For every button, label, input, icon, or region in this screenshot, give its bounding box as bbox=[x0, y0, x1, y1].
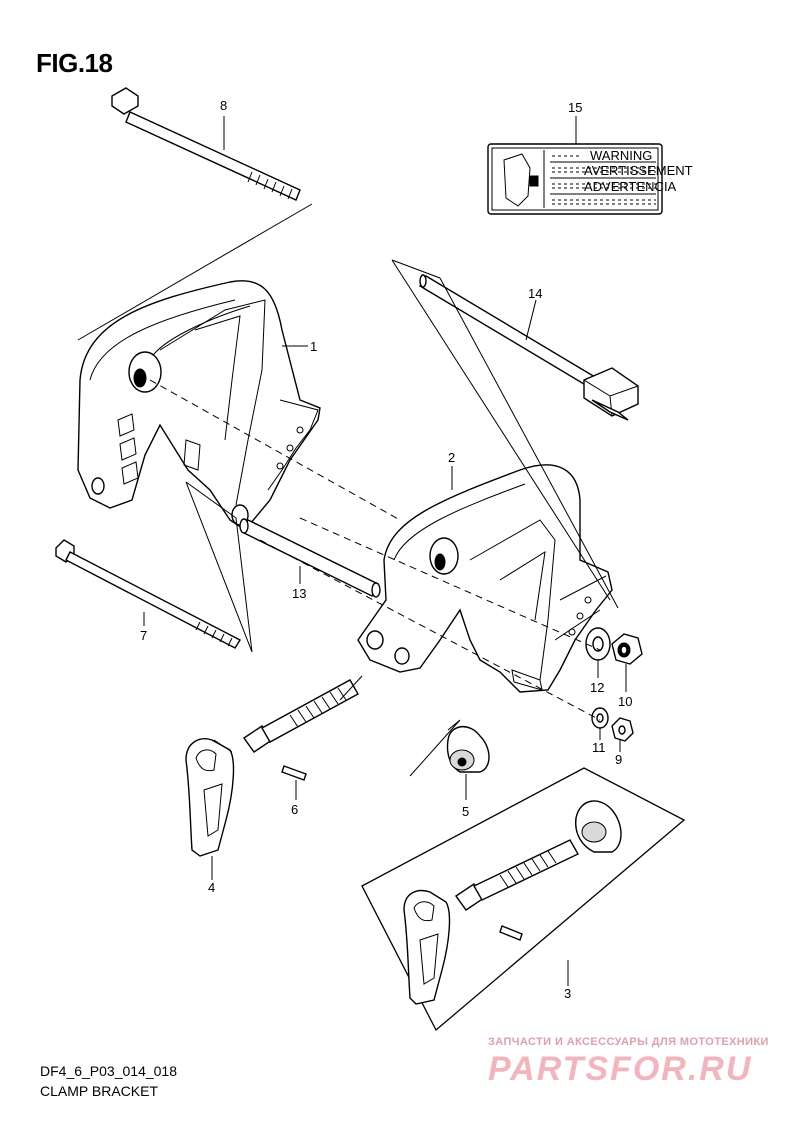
callout-12: 12 bbox=[590, 680, 604, 695]
part-4-handle bbox=[185, 738, 235, 857]
callout-6: 6 bbox=[291, 802, 298, 817]
part-12-washer bbox=[585, 627, 611, 661]
watermark-logo: PARTSFOR.RU bbox=[488, 1050, 753, 1088]
callout-7: 7 bbox=[140, 628, 147, 643]
figure-title: FIG.18 bbox=[36, 48, 113, 78]
callout-2: 2 bbox=[448, 450, 455, 465]
decal-warning-en: WARNING bbox=[590, 148, 652, 163]
diagram-code: DF4_6_P03_014_018 bbox=[40, 1063, 178, 1079]
reference-lines bbox=[77, 203, 619, 777]
decal-warning-fr: AVERTISSEMENT bbox=[584, 163, 693, 178]
clamp-screw bbox=[243, 679, 359, 753]
callout-3: 3 bbox=[564, 986, 571, 1001]
callout-9: 9 bbox=[615, 752, 622, 767]
part-1-clamp-bracket bbox=[77, 280, 321, 531]
callout-11: 11 bbox=[592, 740, 606, 755]
part-7-bolt bbox=[55, 539, 241, 649]
part-3-assembly-box bbox=[361, 767, 686, 1032]
callout-5: 5 bbox=[462, 804, 469, 819]
part-15-warning-decal: WARNING AVERTISSEMENT ADVERTENCIA bbox=[487, 143, 693, 215]
part-13-tube bbox=[239, 518, 381, 598]
part-2-clamp-bracket bbox=[357, 464, 613, 693]
callout-8: 8 bbox=[220, 98, 227, 113]
callout-1: 1 bbox=[310, 339, 317, 354]
part-14-rod bbox=[419, 274, 639, 421]
part-11-washer bbox=[591, 707, 609, 729]
leader-lines bbox=[143, 116, 627, 986]
part-5-pad bbox=[446, 726, 490, 773]
decal-warning-es: ADVERTENCIA bbox=[584, 179, 677, 194]
callout-numbers: 1 2 3 4 5 6 7 8 9 10 11 12 13 14 15 bbox=[140, 98, 632, 1001]
callout-13: 13 bbox=[292, 586, 306, 601]
part-6-pin bbox=[281, 765, 307, 781]
callout-10: 10 bbox=[618, 694, 632, 709]
diagram-name: CLAMP BRACKET bbox=[40, 1083, 158, 1099]
part-8-bolt bbox=[111, 87, 301, 201]
watermark-tagline: ЗАПЧАСТИ И АКСЕССУАРЫ ДЛЯ МОТОТЕХНИКИ bbox=[488, 1036, 769, 1048]
callout-15: 15 bbox=[568, 100, 582, 115]
part-10-nut bbox=[611, 633, 643, 665]
callout-14: 14 bbox=[528, 286, 542, 301]
callout-4: 4 bbox=[208, 880, 215, 895]
part-9-nut bbox=[611, 717, 634, 742]
